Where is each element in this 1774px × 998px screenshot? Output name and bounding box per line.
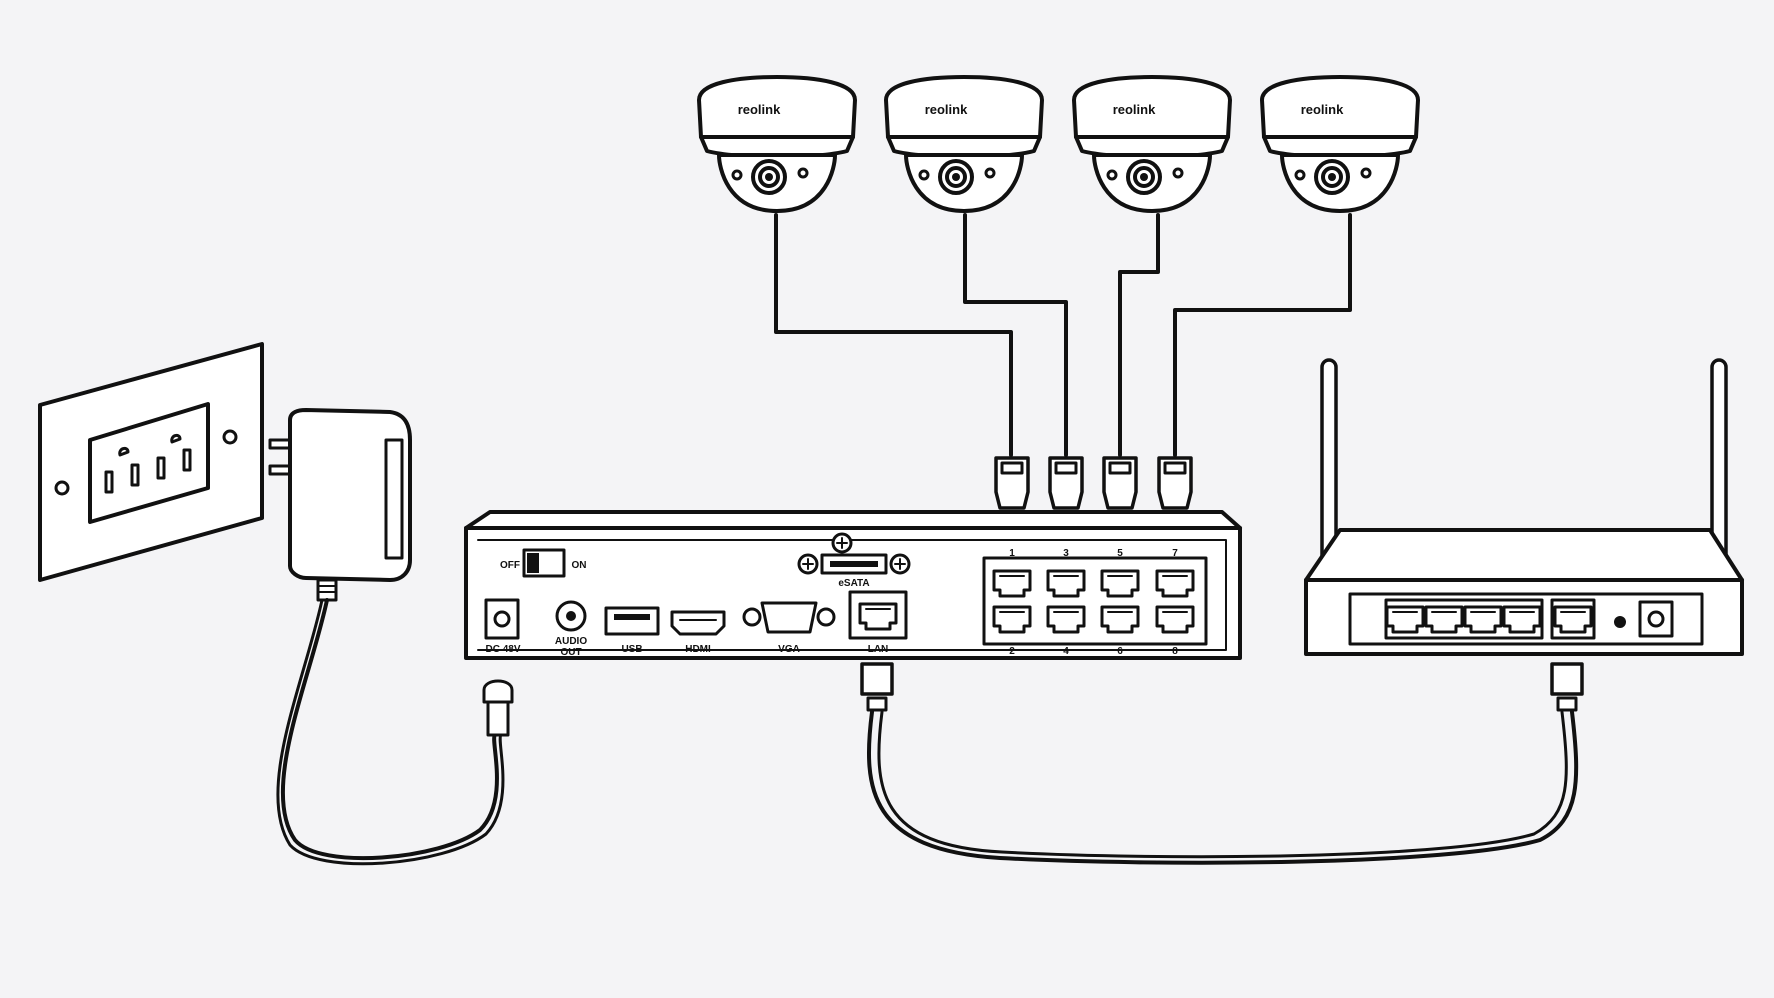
power-adapter-icon [268,408,514,866]
nvr-icon: OFF ON DC 48V AUDIO OUT USB HDMI VGA [464,510,1242,660]
camera-2: reolink [884,75,1044,213]
audio-port-label: AUDIO [555,636,587,647]
audio-port-label-2: OUT [560,647,581,658]
poe-port-label: 7 [1172,548,1178,559]
camera-cables [774,213,1352,457]
camera-1: reolink [697,75,857,213]
wall-outlet-icon [38,342,264,582]
poe-port-label: 4 [1063,646,1069,657]
poe-port-label: 1 [1009,548,1015,559]
dome-camera-icon [697,75,857,213]
dome-camera-icon [1260,75,1420,213]
lan-cable [860,662,1584,865]
camera-4: reolink [1260,75,1420,213]
poe-port-label: 2 [1009,646,1015,657]
poe-port-label: 8 [1172,646,1178,657]
poe-port-label: 3 [1063,548,1069,559]
dome-camera-icon [884,75,1044,213]
esata-port-label: eSATA [838,578,869,589]
switch-on-label: ON [572,560,587,571]
camera-brand-label: reolink [1301,102,1344,117]
camera-3: reolink [1072,75,1232,213]
camera-brand-label: reolink [738,102,781,117]
router-icon [1304,358,1744,656]
poe-port-label: 6 [1117,646,1123,657]
poe-plugs [994,456,1193,510]
hdmi-port-label: HDMI [685,644,711,655]
poe-port-label: 5 [1117,548,1123,559]
lan-port-label: LAN [868,644,889,655]
dome-camera-icon [1072,75,1232,213]
usb-port-label: USB [621,644,642,655]
camera-brand-label: reolink [1113,102,1156,117]
switch-off-label: OFF [500,560,520,571]
vga-port-label: VGA [778,644,800,655]
dc-port-label: DC 48V [485,644,520,655]
camera-brand-label: reolink [925,102,968,117]
